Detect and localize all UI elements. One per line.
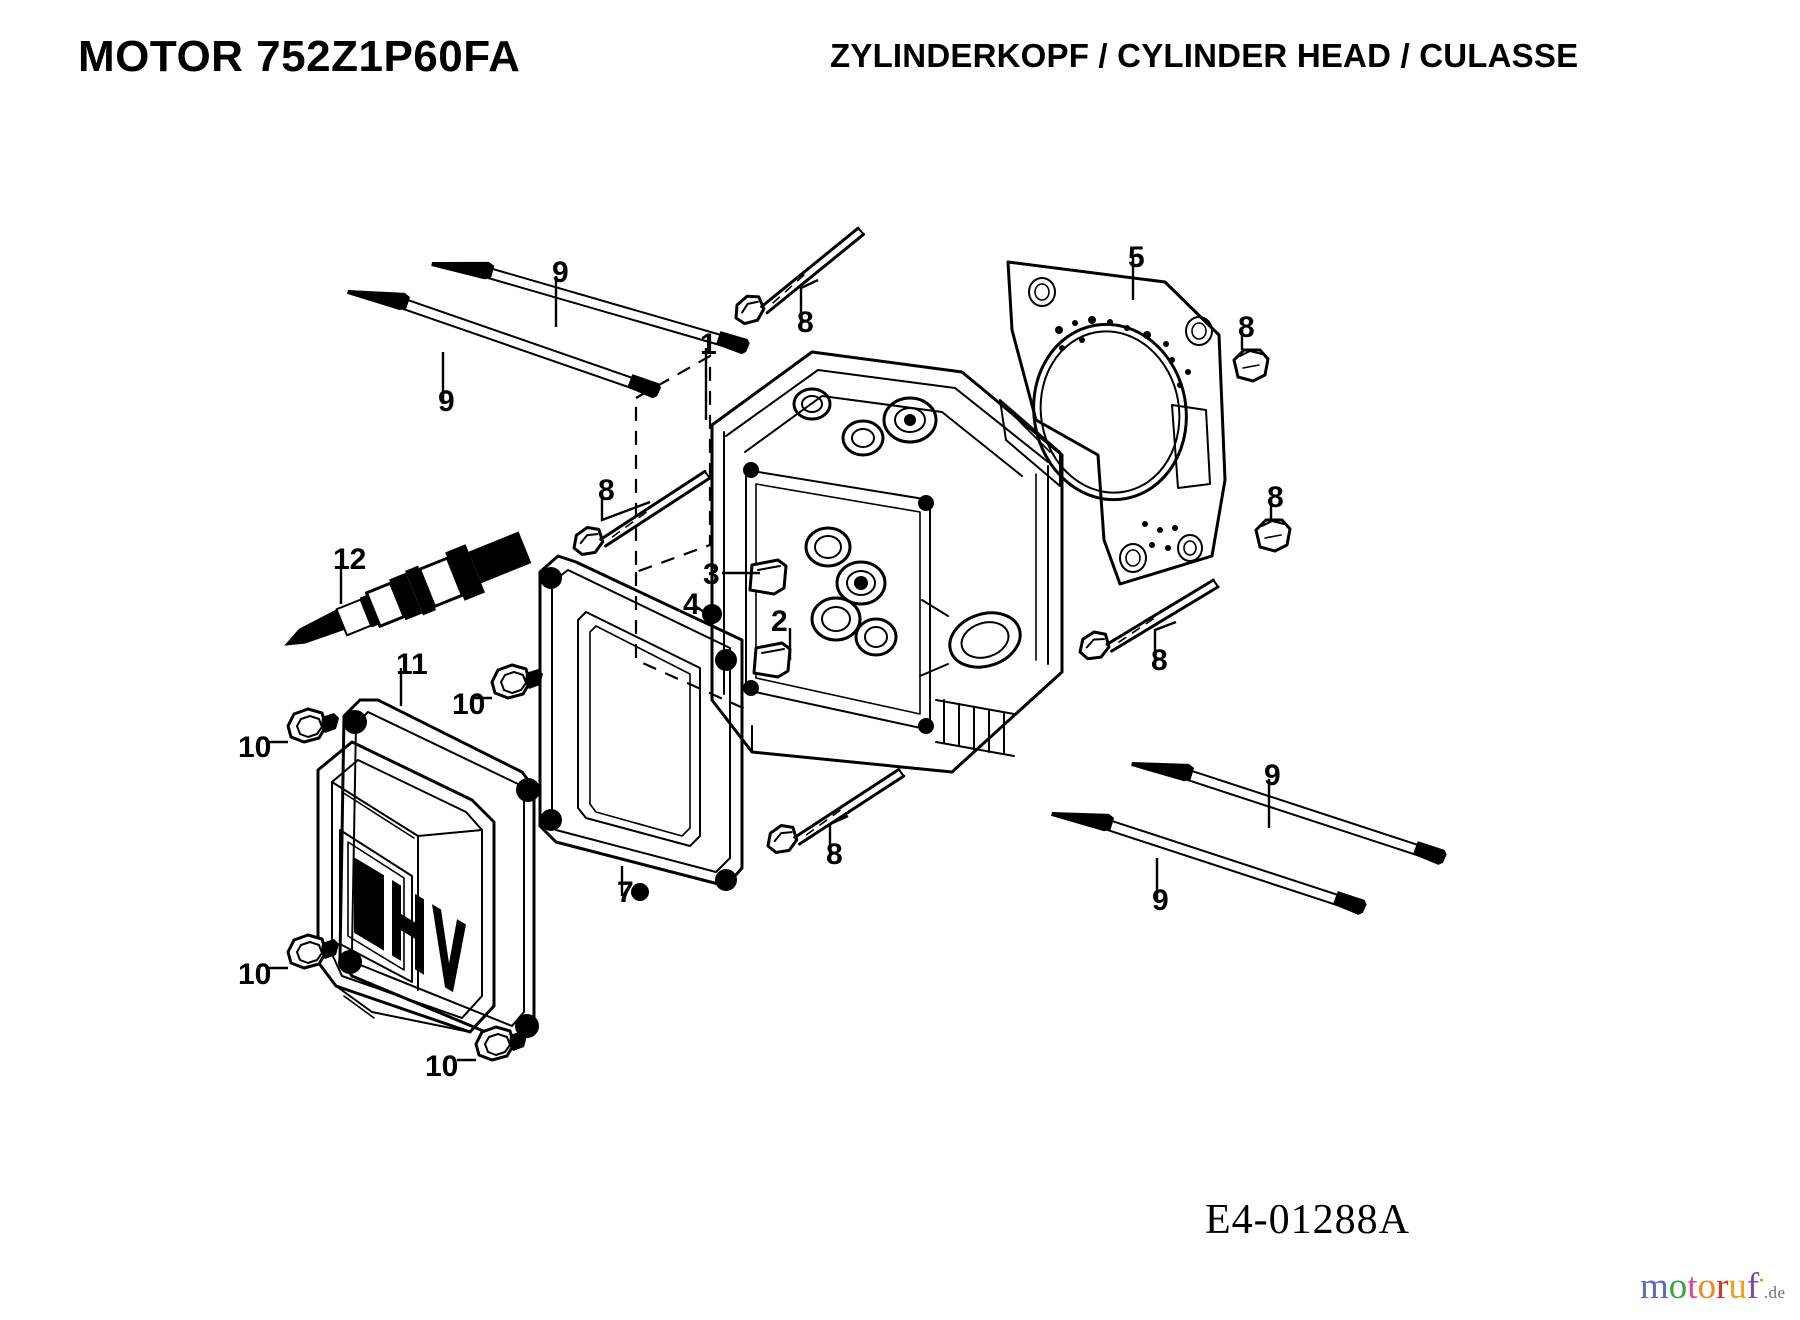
- callout-push-rod-lower-left: 9: [438, 385, 455, 418]
- spark-plug-graphic: [284, 531, 532, 646]
- nut-lower-right-graphic: [474, 1025, 529, 1062]
- watermark-letter: u: [1728, 1266, 1747, 1307]
- push-rod-lower-right-graphic: [1043, 801, 1375, 918]
- callout-bolt-top: 8: [797, 306, 814, 339]
- ohv-emboss: [354, 857, 466, 993]
- nut-upper-right-graphic: [490, 663, 545, 700]
- plug-right-upper-graphic: [1232, 348, 1270, 383]
- dowel-pin-lower: [752, 641, 792, 679]
- watermark-letter: f: [1746, 1266, 1760, 1307]
- callout-bolt-right-lower: 8: [1267, 481, 1284, 514]
- dowel-pin-upper: [748, 558, 788, 596]
- callout-nut-upper-right: 10: [452, 688, 486, 721]
- callout-plug: 4: [683, 588, 700, 621]
- watermark-letter: t: [1687, 1266, 1698, 1307]
- callout-bolt-right-mid: 8: [1151, 644, 1168, 677]
- valve-cover-gasket-graphic: [538, 554, 744, 901]
- bolt-left-graphic: [564, 469, 721, 561]
- callout-valve-cover-gasket: 7: [617, 876, 634, 909]
- motoruf-watermark: motoruf•.de: [1640, 1268, 1786, 1305]
- callout-bolt-bottom: 8: [826, 838, 843, 871]
- cylinder-head-graphic: [634, 350, 1064, 774]
- plug-right-lower-graphic: [1254, 518, 1292, 553]
- callout-dowel-pin-lower: 2: [771, 605, 788, 638]
- callout-nut-lower-right: 10: [425, 1050, 459, 1083]
- document-header: MOTOR 752Z1P60FA ZYLINDERKOPF / CYLINDER…: [0, 0, 1800, 110]
- callout-bolt-left: 8: [598, 474, 615, 507]
- bolt-right-mid-graphic: [1070, 577, 1229, 665]
- page-title: MOTOR 752Z1P60FA: [78, 32, 521, 81]
- callout-spark-plug: 12: [333, 543, 367, 576]
- watermark-letter: o: [1668, 1266, 1688, 1307]
- valve-cover-graphic: [316, 698, 540, 1040]
- watermark-letter: o: [1697, 1266, 1717, 1307]
- nut-upper-left-graphic: [286, 707, 341, 744]
- watermark-letter: r: [1716, 1266, 1729, 1307]
- page-subtitle: ZYLINDERKOPF / CYLINDER HEAD / CULASSE: [830, 37, 1579, 74]
- callout-nut-lower-left: 10: [238, 958, 272, 991]
- callout-nut-upper-left: 10: [238, 731, 272, 764]
- callout-push-rod-upper-left: 9: [552, 256, 569, 289]
- push-rod-lower-left-graphic: [338, 279, 670, 401]
- watermark-suffix: .de: [1763, 1283, 1786, 1302]
- watermark-dot: •: [1759, 1272, 1764, 1288]
- callout-push-rod-upper-right: 9: [1264, 759, 1281, 792]
- callout-dowel-pin-upper: 3: [703, 558, 720, 591]
- callout-bolt-right-upper: 8: [1238, 311, 1255, 344]
- push-rod-upper-right-graphic: [1123, 751, 1455, 868]
- callout-valve-cover: 11: [396, 648, 428, 681]
- nut-lower-left-graphic: [286, 933, 341, 970]
- callout-cylinder-head: 1: [700, 328, 717, 361]
- drawing-part-number: E4-01288A: [1205, 1197, 1410, 1243]
- callout-push-rod-lower-right: 9: [1152, 884, 1169, 917]
- watermark-letter: m: [1640, 1266, 1669, 1307]
- callout-cylinder-head-gasket: 5: [1128, 241, 1145, 274]
- cylinder-head-gasket-graphic: [1006, 260, 1227, 586]
